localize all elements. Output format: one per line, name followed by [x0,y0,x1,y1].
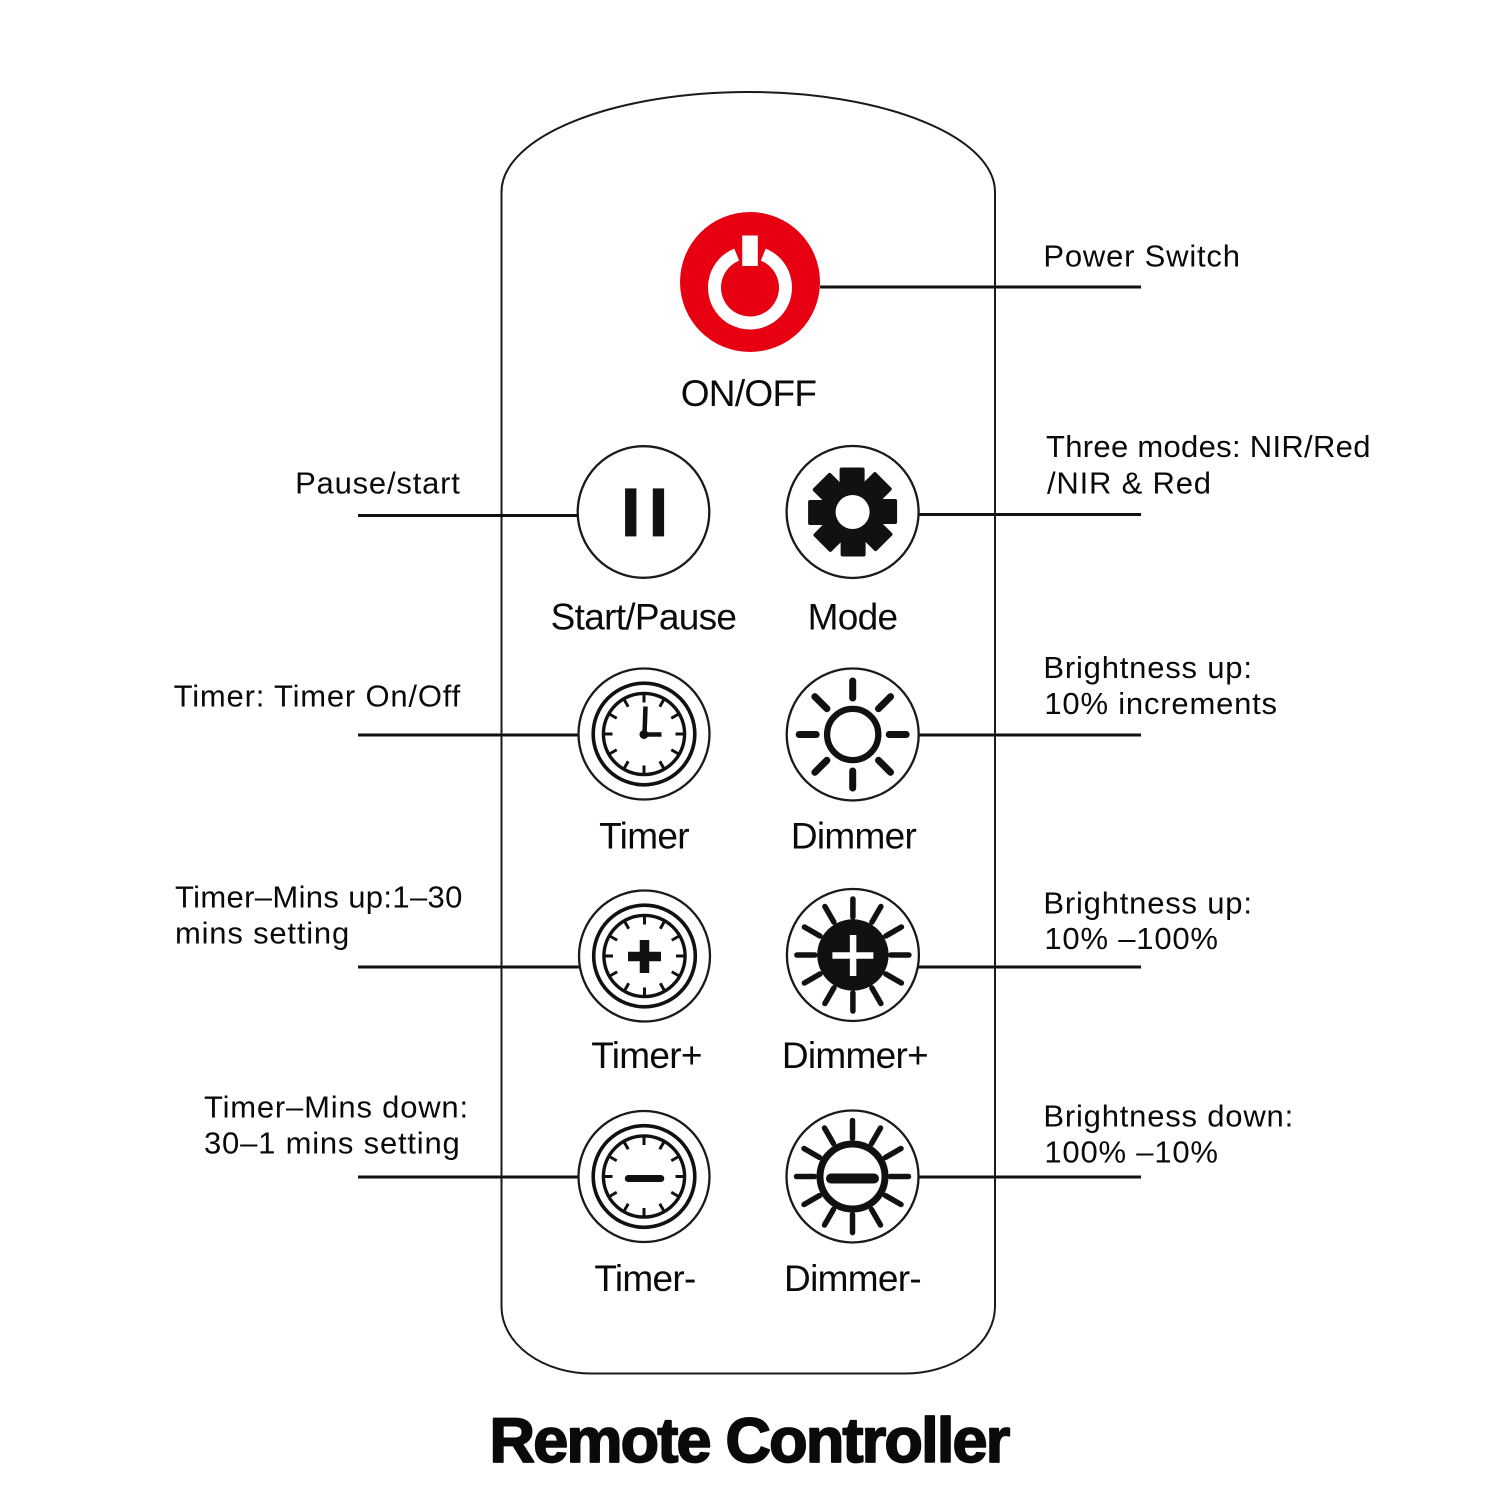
svg-text:10% increments: 10% increments [1044,686,1277,721]
svg-text:/NIR & Red: /NIR & Red [1047,466,1212,501]
svg-text:Timer–Mins down:: Timer–Mins down: [204,1090,469,1125]
svg-text:Dimmer: Dimmer [791,816,917,857]
svg-text:Start/Pause: Start/Pause [551,597,737,638]
svg-text:Timer: Timer On/Off: Timer: Timer On/Off [174,678,461,713]
svg-text:mins setting: mins setting [175,916,350,951]
svg-text:Timer–Mins up:1–30: Timer–Mins up:1–30 [175,880,463,915]
svg-text:Timer+: Timer+ [591,1035,702,1076]
svg-text:ON/OFF: ON/OFF [681,373,817,414]
svg-text:Mode: Mode [808,597,898,638]
svg-text:Brightness up:: Brightness up: [1043,885,1252,920]
svg-text:Three modes: NIR/Red: Three modes: NIR/Red [1046,429,1371,464]
svg-text:10% –100%: 10% –100% [1044,921,1218,956]
svg-text:Brightness up:: Brightness up: [1043,650,1252,685]
svg-text:Dimmer+: Dimmer+ [782,1035,928,1076]
svg-text:Brightness down:: Brightness down: [1043,1098,1294,1133]
svg-text:30–1 mins setting: 30–1 mins setting [204,1126,461,1161]
svg-text:Remote Controller: Remote Controller [490,1406,1010,1476]
svg-text:Timer: Timer [599,816,689,857]
svg-text:Power Switch: Power Switch [1043,239,1240,274]
svg-text:100% –10%: 100% –10% [1044,1134,1218,1169]
svg-text:Dimmer-: Dimmer- [784,1258,921,1299]
svg-text:Timer-: Timer- [594,1258,695,1299]
svg-text:Pause/start: Pause/start [295,466,461,501]
